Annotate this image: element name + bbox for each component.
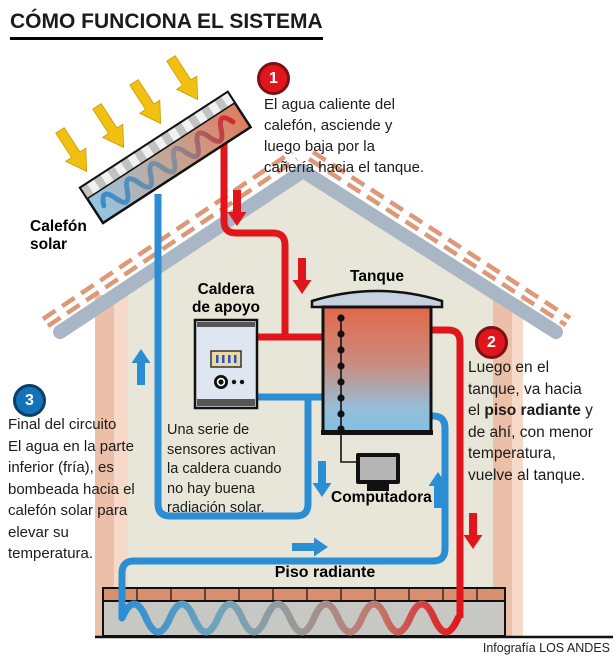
tank-lid: [310, 289, 444, 309]
sun-ray-arrow: [49, 123, 98, 179]
left-wall: [95, 295, 114, 637]
collector-glass-cells: [79, 90, 236, 200]
solar-collector: [78, 90, 253, 225]
house-interior: [95, 168, 523, 637]
roof: [41, 150, 572, 339]
radiant-floor: [95, 587, 613, 639]
roof-tiles: [41, 150, 572, 328]
credit-line: Infografía LOS ANDES: [482, 641, 610, 655]
cold-pipe-floor-return: [118, 412, 449, 618]
computer-screen: [360, 457, 396, 480]
floor-coil-pipe: [118, 600, 462, 636]
sun-ray-arrow: [160, 51, 209, 107]
pipes: [118, 105, 464, 618]
step-1-badge: 1: [257, 62, 290, 95]
tank-sensors: [337, 314, 345, 433]
label-computer: Computadora: [331, 489, 432, 506]
step-2-text-post: y de ahí, con menor temperatura, vuelve …: [468, 402, 593, 484]
cold-pipe-tank-to-panel: [154, 194, 312, 520]
sun-ray-arrow: [123, 75, 172, 131]
label-tank: Tanque: [350, 268, 404, 285]
label-radiant-floor: Piso radiante: [274, 564, 376, 581]
label-backup-boiler: Caldera de apoyo: [191, 281, 261, 316]
step-1-number: 1: [269, 69, 278, 87]
step-2-text-bold: piso radiante: [484, 402, 581, 419]
step-2-number: 2: [487, 333, 496, 351]
page-title: CÓMO FUNCIONA EL SISTEMA: [10, 10, 323, 40]
step-3-text: Final del circuito El agua en la parte i…: [8, 416, 135, 562]
step-2-text: Luego en el tanque, va hacia el piso rad…: [468, 357, 615, 486]
right-wall: [493, 300, 512, 637]
backup-boiler: [193, 318, 259, 410]
computer: [356, 453, 400, 491]
sun-ray-arrow: [86, 99, 135, 155]
sensor-note-text: Una serie de sensores activan la caldera…: [167, 422, 282, 516]
step-3-badge: 3: [13, 384, 46, 417]
tank: [310, 289, 444, 463]
roof-band: [53, 164, 563, 339]
step-1-text: El agua caliente del calefón, asciende y…: [264, 96, 425, 176]
collector-coil: [100, 115, 236, 209]
hot-pipe-tank-to-floor: [431, 326, 464, 618]
step-2-text-pre: Luego en el tanque, va hacia el: [468, 359, 582, 419]
step-3-number: 3: [25, 391, 34, 409]
label-solar-collector: Calefón solar: [30, 218, 87, 253]
boiler-knob: [214, 375, 228, 389]
step-2-badge: 2: [475, 326, 508, 359]
floor-tiles: [102, 587, 506, 602]
